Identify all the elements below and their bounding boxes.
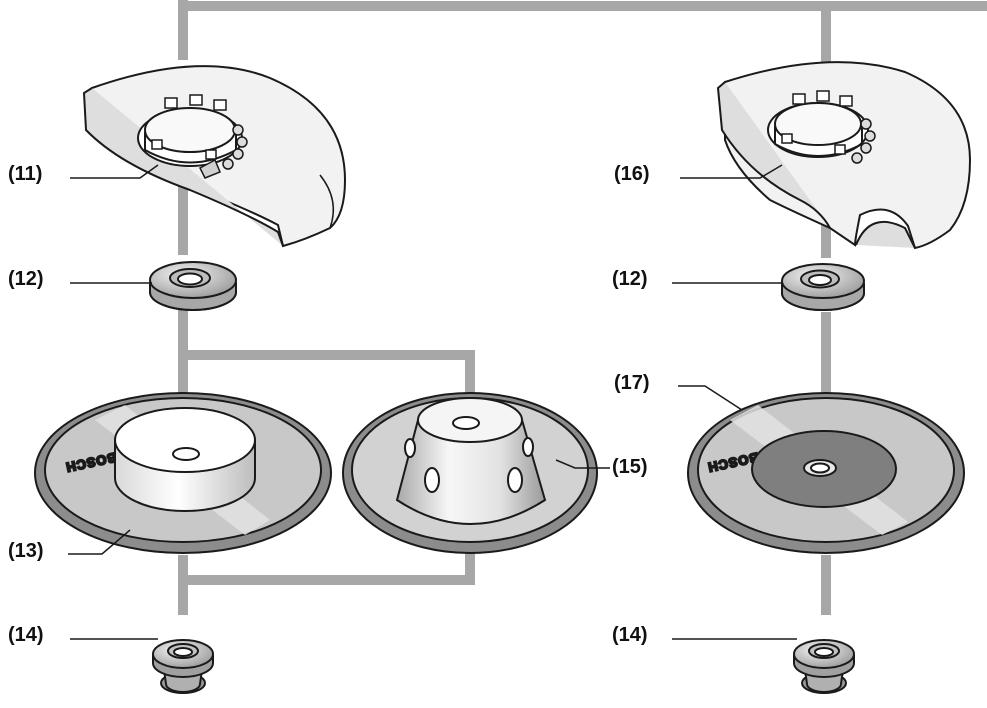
- flange-left: [150, 262, 236, 310]
- flange-right: [782, 264, 864, 310]
- disc-15: [343, 393, 597, 553]
- callout-14-right: (14): [612, 624, 648, 646]
- callout-13: (13): [8, 540, 44, 562]
- callout-16: (16): [614, 163, 650, 185]
- clamp-nut-left: [153, 640, 213, 693]
- callout-15: (15): [612, 456, 648, 478]
- guard-left: [84, 66, 345, 246]
- clamp-nut-right: [794, 640, 854, 693]
- callout-14-left: (14): [8, 624, 44, 646]
- callout-12-left: (12): [8, 268, 44, 290]
- callout-12-right: (12): [612, 268, 648, 290]
- callout-17: (17): [614, 372, 650, 394]
- guard-right: [718, 62, 970, 248]
- disc-13: BOSCH: [35, 393, 331, 553]
- disc-17: BOSCH: [688, 393, 964, 553]
- callout-11: (11): [8, 163, 42, 185]
